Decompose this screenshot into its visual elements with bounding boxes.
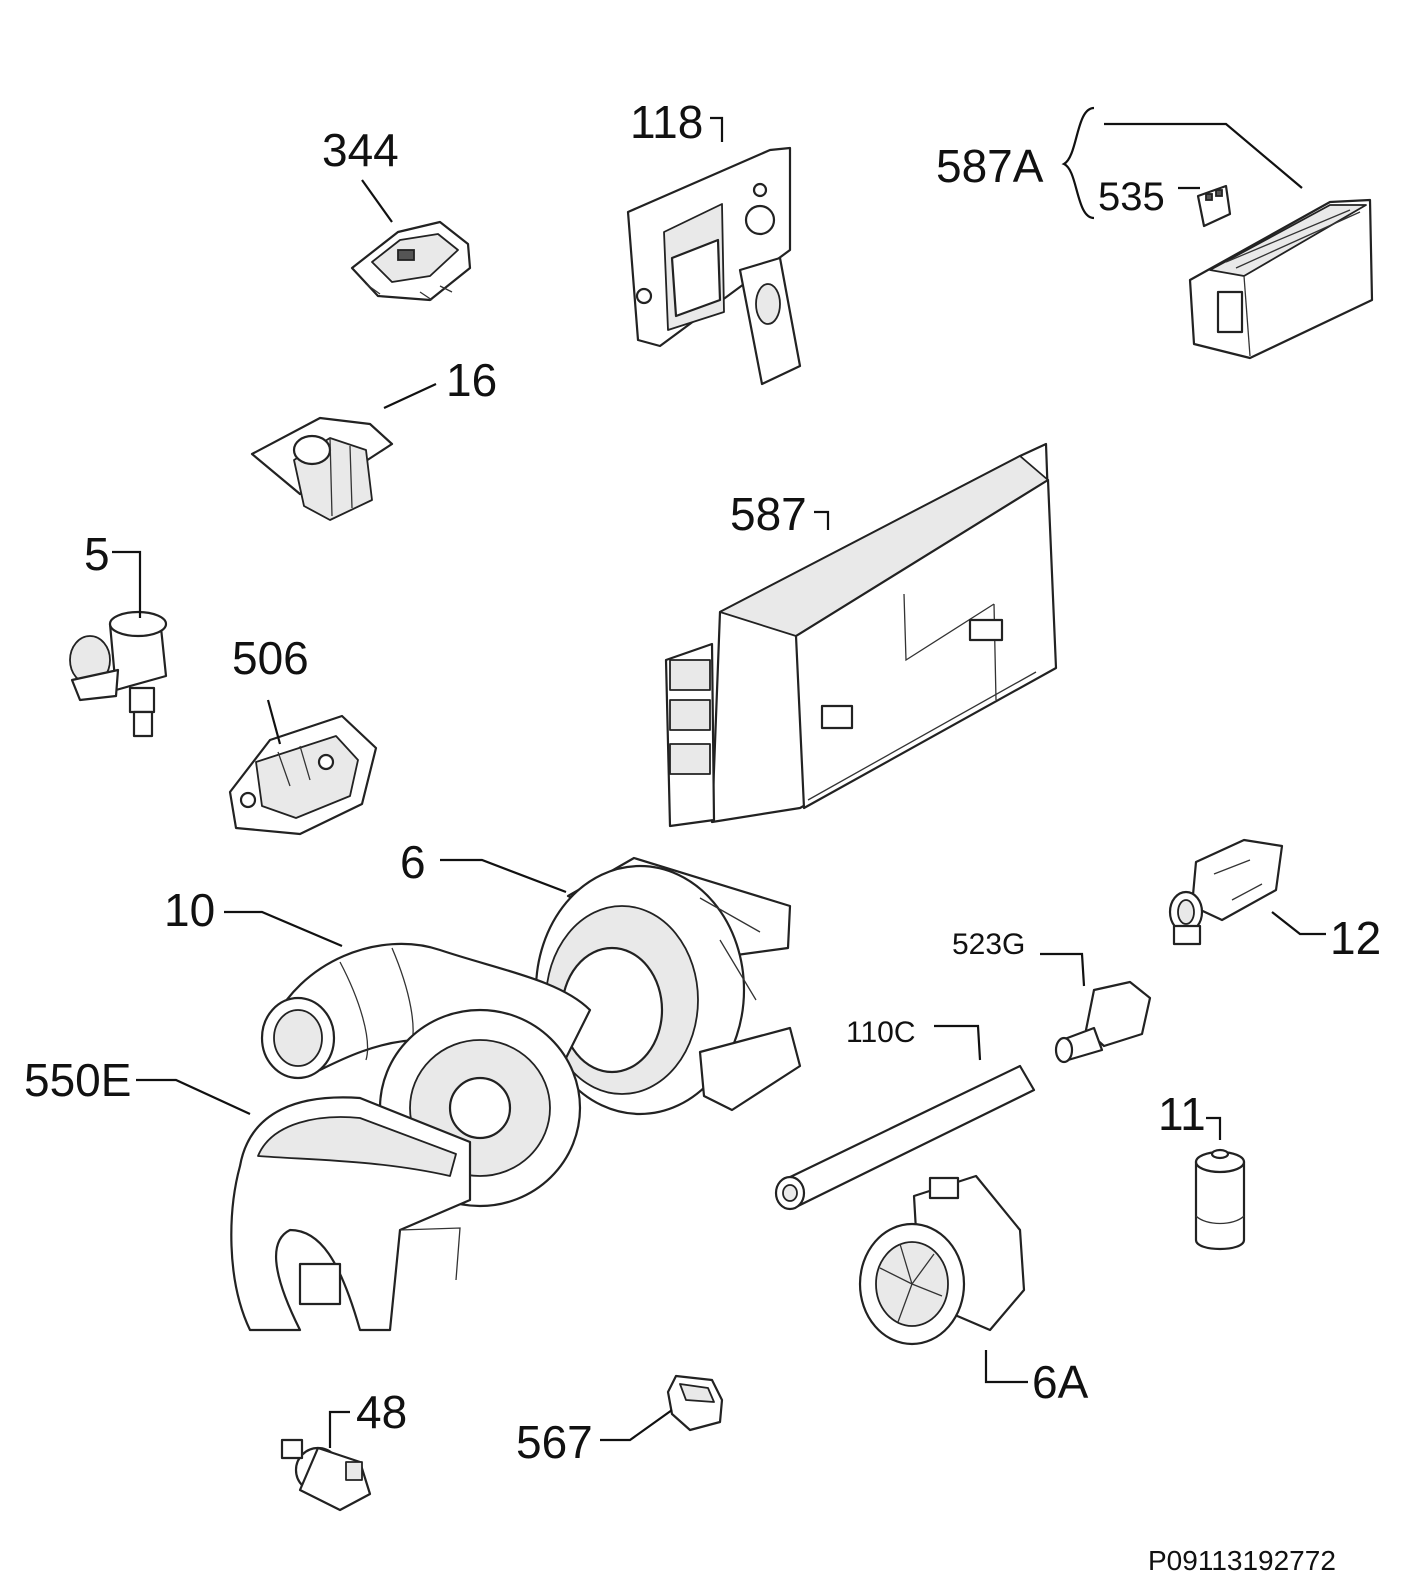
part-48-sensor (280, 1438, 372, 1512)
part-16-door-lock (250, 416, 394, 521)
part-6a-drain-pump (858, 1174, 1026, 1346)
drawing-reference-number: P09113192772 (1148, 1545, 1336, 1575)
callout-523g: 523G (952, 928, 1086, 987)
callout-550e: 550E (24, 1054, 251, 1115)
label-587: 587 (730, 488, 807, 540)
part-567-clip (666, 1374, 724, 1432)
part-344-switch (350, 220, 472, 302)
label-5: 5 (84, 528, 110, 580)
label-344: 344 (322, 124, 399, 176)
callout-48: 48 (328, 1386, 407, 1448)
part-6-circulation-pump (534, 856, 802, 1116)
part-587a-module (1188, 198, 1374, 360)
part-523g-connector (1054, 980, 1152, 1064)
part-12-sensor (1168, 838, 1284, 946)
callout-12: 12 (1271, 911, 1381, 964)
callout-344: 344 (322, 124, 399, 223)
label-587a: 587A (936, 140, 1044, 192)
label-48: 48 (356, 1386, 407, 1438)
label-11: 11 (1158, 1088, 1206, 1140)
callout-110c: 110C (846, 1016, 982, 1061)
callout-587a: 587A 535 (936, 106, 1303, 220)
callout-587: 587 (730, 488, 830, 540)
callout-118: 118 (630, 96, 724, 148)
part-587-control-box (664, 442, 1058, 828)
label-523g: 523G (952, 928, 1025, 961)
part-5-inlet-valve (69, 610, 168, 738)
label-506: 506 (232, 632, 309, 684)
callout-6a: 6A (984, 1350, 1089, 1408)
label-6a: 6A (1032, 1356, 1089, 1408)
part-118-dispenser (626, 146, 802, 386)
callout-567: 567 (516, 1409, 673, 1468)
callout-10: 10 (164, 884, 343, 948)
label-535: 535 (1098, 175, 1165, 219)
label-118: 118 (630, 96, 703, 148)
label-6: 6 (400, 836, 426, 888)
part-506-sensor (228, 714, 378, 836)
callout-11: 11 (1158, 1088, 1222, 1140)
label-550e: 550E (24, 1054, 131, 1106)
callout-506: 506 (232, 632, 309, 745)
label-567: 567 (516, 1416, 593, 1468)
callout-16: 16 (383, 354, 497, 409)
part-11-capacitor (1194, 1148, 1246, 1250)
part-550e-housing (230, 1008, 582, 1332)
part-535-connector (1196, 184, 1232, 228)
callout-5: 5 (84, 528, 142, 618)
label-110c: 110C (846, 1016, 916, 1049)
label-12: 12 (1330, 912, 1381, 964)
label-10: 10 (164, 884, 215, 936)
callout-6: 6 (400, 836, 567, 894)
label-16: 16 (446, 354, 497, 406)
part-110c-tube (774, 1064, 1036, 1211)
